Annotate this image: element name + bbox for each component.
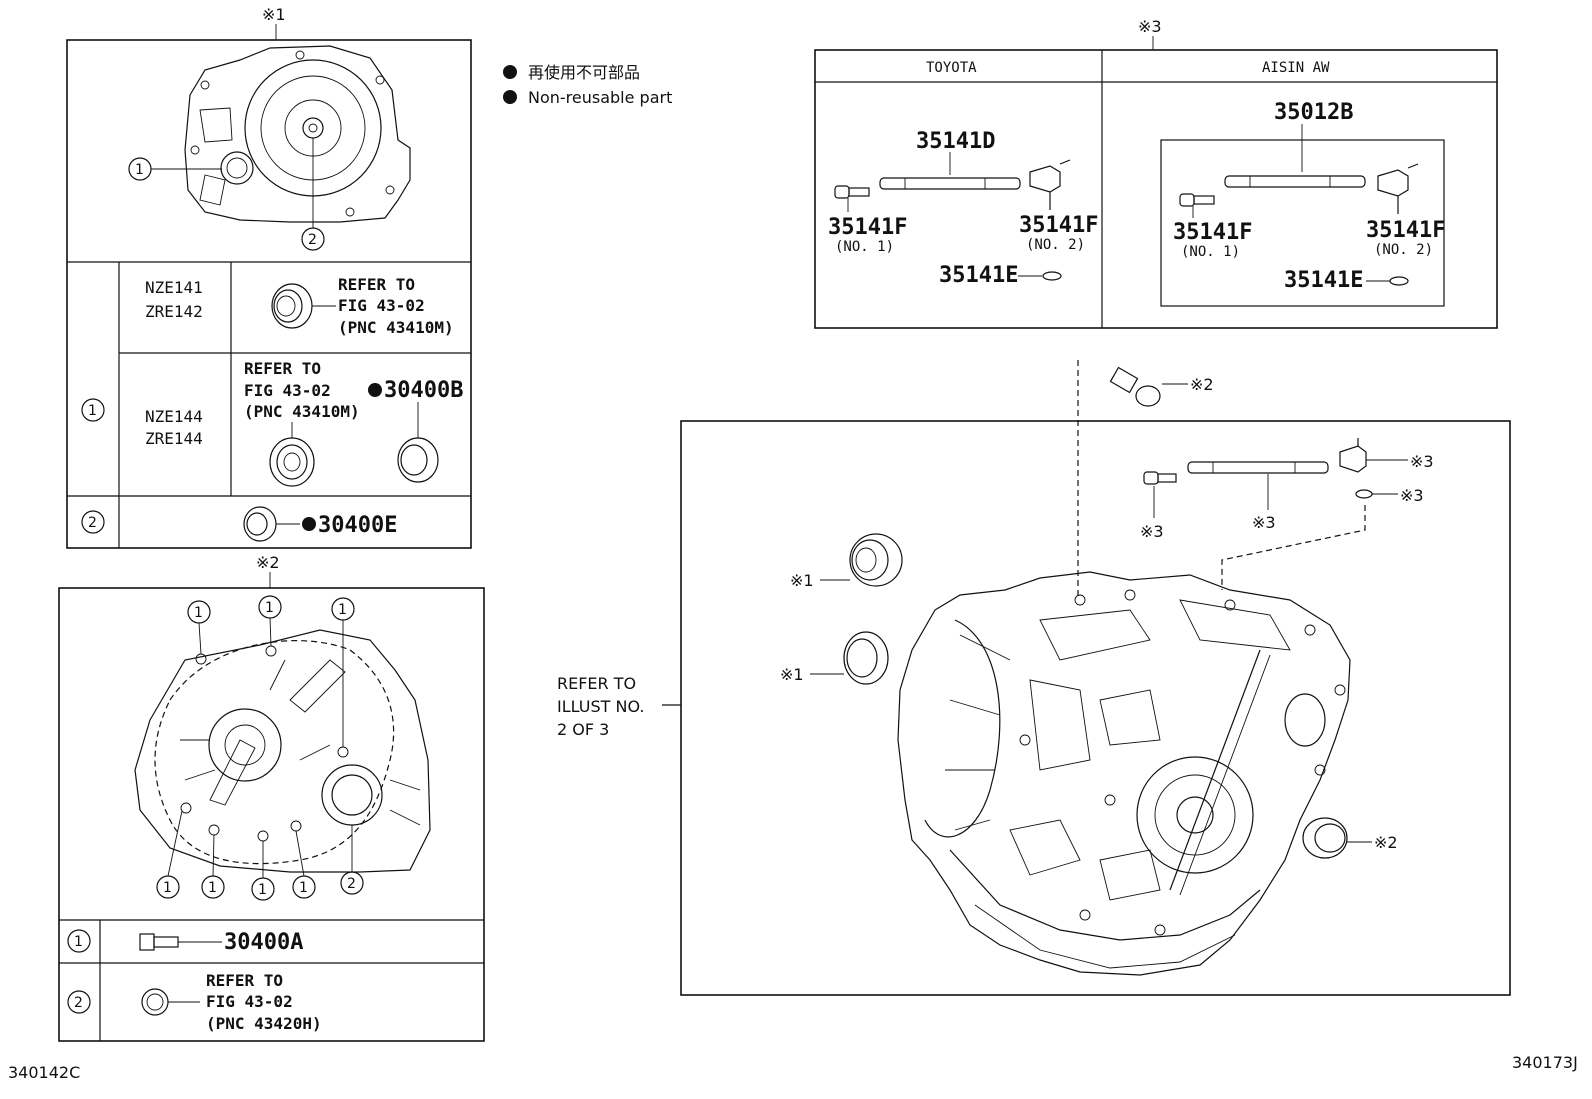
svg-text:2: 2 <box>88 515 97 531</box>
drain-bolt <box>1109 366 1188 407</box>
refer-row2-line2: FIG 43-02 <box>244 381 331 400</box>
refer-row1-line1: REFER TO <box>338 275 415 294</box>
legend-jp: 再使用不可部品 <box>528 63 640 82</box>
refer-bolt-line1: REFER TO <box>206 971 283 990</box>
seal-table <box>66 39 472 549</box>
bolt-icon <box>139 933 222 951</box>
refer-illust-line1: REFER TO <box>557 674 636 693</box>
svg-text:1: 1 <box>163 880 172 896</box>
seal-icon-row3 <box>243 506 300 542</box>
shaft-table <box>814 49 1498 329</box>
oring-aisin <box>1389 276 1409 286</box>
non-reusable-dot-30400E <box>302 517 316 531</box>
note-mark-2-left: ※2 <box>256 553 280 572</box>
svg-text:2: 2 <box>347 876 356 892</box>
svg-text:2: 2 <box>74 995 83 1011</box>
svg-text:1: 1 <box>208 880 217 896</box>
bolt-table <box>58 587 485 1042</box>
note-mark-1-seal-b: ※1 <box>780 665 804 684</box>
svg-text:1: 1 <box>74 934 83 950</box>
oil-seal-2 <box>810 631 889 685</box>
callout-2-bolt-row: 2 <box>67 990 91 1014</box>
part-35141F-toyota-2: 35141F <box>1019 213 1098 238</box>
transaxle-housing-view <box>134 629 431 873</box>
callout-2-table: 2 <box>81 510 105 534</box>
note-mark-1-top: ※1 <box>262 5 286 24</box>
part-35012B: 35012B <box>1274 100 1353 125</box>
oring-toyota <box>1042 271 1062 281</box>
svg-text:1: 1 <box>265 600 274 616</box>
note-mark-2-bolt: ※2 <box>1190 375 1214 394</box>
refer-row1-line3: (PNC 43410M) <box>338 318 454 337</box>
refer-illust-line2: ILLUST NO. <box>557 697 644 716</box>
no2-aisin: (NO. 2) <box>1374 242 1433 258</box>
assembly-frame <box>680 420 1511 996</box>
svg-text:1: 1 <box>258 882 267 898</box>
shaft-aisin <box>1179 163 1419 218</box>
no1-toyota: (NO. 1) <box>835 239 894 255</box>
part-35141E-toyota: 35141E <box>939 263 1018 288</box>
legend-en: Non-reusable part <box>528 88 672 107</box>
transaxle-assembly <box>897 571 1351 976</box>
seal-icon-row1 <box>271 283 336 329</box>
legend-dot-en <box>503 90 517 104</box>
housing-callouts: 1 1 1 1 1 1 1 2 <box>156 595 364 901</box>
legend-dot-jp <box>503 65 517 79</box>
part-35141D: 35141D <box>916 129 995 154</box>
svg-text:2: 2 <box>308 232 317 248</box>
seal-icon-row2-b <box>397 402 439 483</box>
svg-text:1: 1 <box>338 602 347 618</box>
refer-row2-line1: REFER TO <box>244 359 321 378</box>
shaft-assembly <box>1143 438 1408 518</box>
non-reusable-dot-30400B <box>368 383 382 397</box>
model-zre144: ZRE144 <box>145 429 203 448</box>
seal-icon-bolt-row <box>141 988 200 1016</box>
note-mark-3-shaft: ※3 <box>1252 513 1276 532</box>
callout-1-table: 1 <box>81 398 105 422</box>
callout-2-front: 2 <box>301 138 325 251</box>
note-mark-1-seal-a: ※1 <box>790 571 814 590</box>
note-mark-3-tip: ※3 <box>1410 452 1434 471</box>
refer-bolt-line2: FIG 43-02 <box>206 992 293 1011</box>
note-mark-3-top: ※3 <box>1138 17 1162 36</box>
oil-seal-3 <box>1302 817 1372 859</box>
refer-illust-line3: 2 OF 3 <box>557 720 609 739</box>
part-30400A: 30400A <box>224 930 303 955</box>
refer-bolt-line3: (PNC 43420H) <box>206 1014 322 1033</box>
note-mark-3-bolt: ※3 <box>1140 522 1164 541</box>
model-zre142: ZRE142 <box>145 302 203 321</box>
svg-text:1: 1 <box>88 403 97 419</box>
svg-text:1: 1 <box>135 162 144 178</box>
col-toyota: TOYOTA <box>926 60 977 76</box>
legend: 再使用不可部品 Non-reusable part <box>503 63 672 107</box>
model-nze141: NZE141 <box>145 278 203 297</box>
shaft-toyota <box>834 159 1071 212</box>
part-30400E: 30400E <box>318 513 397 538</box>
no1-aisin: (NO. 1) <box>1181 244 1240 260</box>
code-left: 340142C <box>8 1063 80 1082</box>
callout-1-bolt-row: 1 <box>67 929 91 953</box>
no2-toyota: (NO. 2) <box>1026 237 1085 253</box>
model-nze144: NZE144 <box>145 407 203 426</box>
code-right: 340173J <box>1512 1053 1578 1072</box>
svg-text:1: 1 <box>299 880 308 896</box>
callout-1-front: 1 <box>128 157 222 181</box>
part-35141F-aisin-1: 35141F <box>1173 220 1252 245</box>
part-30400B: 30400B <box>384 378 463 403</box>
col-aisin: AISIN AW <box>1262 60 1330 76</box>
note-mark-3-oring: ※3 <box>1400 486 1424 505</box>
transaxle-front-view <box>184 45 411 223</box>
refer-illust: REFER TO ILLUST NO. 2 OF 3 <box>557 674 681 739</box>
oil-seal-1 <box>820 533 903 587</box>
note-mark-2-seal: ※2 <box>1374 833 1398 852</box>
refer-row2-line3: (PNC 43410M) <box>244 402 360 421</box>
part-35141F-toyota-1: 35141F <box>828 215 907 240</box>
svg-text:1: 1 <box>194 605 203 621</box>
part-35141E-aisin: 35141E <box>1284 268 1363 293</box>
refer-row1-line2: FIG 43-02 <box>338 296 425 315</box>
part-35141F-aisin-2: 35141F <box>1366 218 1445 243</box>
seal-icon-row2-a <box>269 422 315 487</box>
